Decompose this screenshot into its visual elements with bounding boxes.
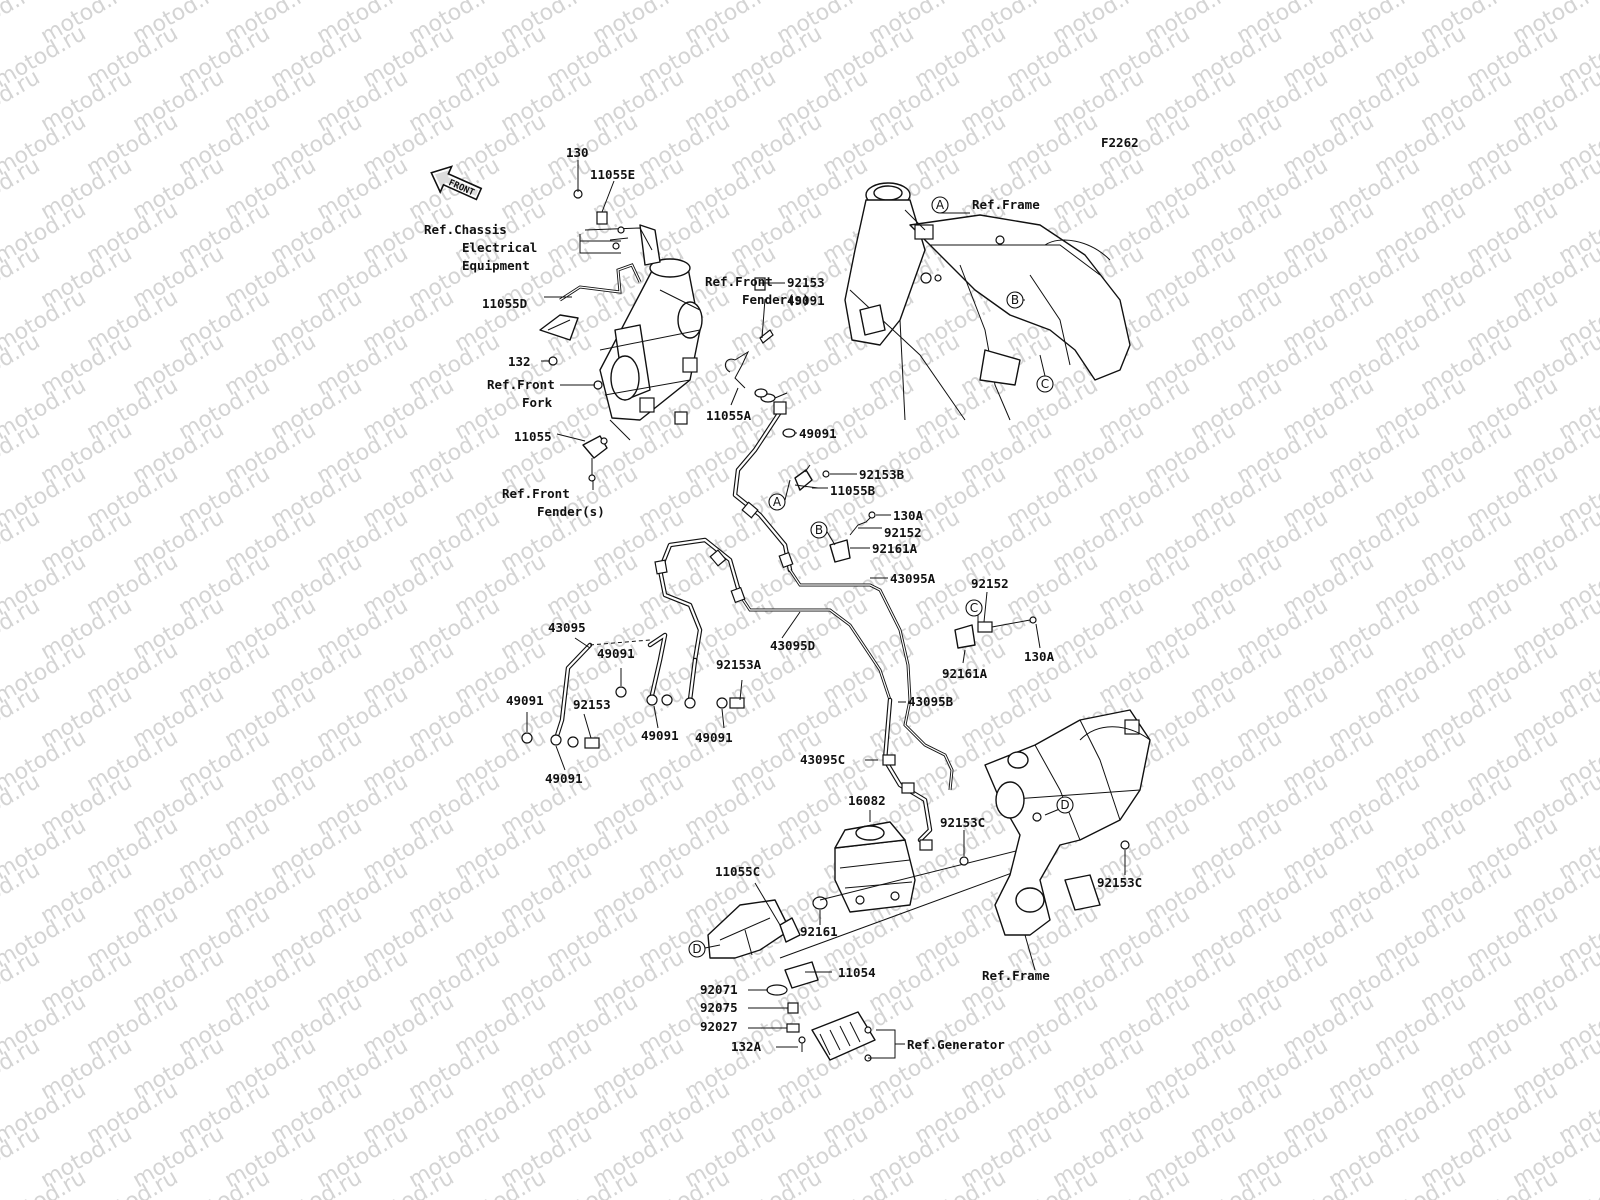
- callout-c-frame: C: [1036, 375, 1054, 393]
- part-label: 130A: [893, 508, 924, 523]
- part-label: 92153: [787, 275, 825, 290]
- part-label: 16082: [848, 793, 886, 808]
- part-label: 11054: [838, 965, 876, 980]
- svg-text:D: D: [692, 942, 701, 956]
- part-label: 92153: [573, 697, 611, 712]
- callout-a-bracket: A: [768, 493, 786, 511]
- ref-front-fork: Ref.Front Fork: [487, 377, 555, 410]
- part-label: 132A: [731, 1039, 762, 1054]
- ref-front-fender-lower: Ref.Front Fender(s): [502, 486, 605, 519]
- part-label: 92075: [700, 1000, 738, 1015]
- part-labels: 130 11055E 11055D 132 11055 92153 49091 …: [482, 145, 1142, 1054]
- svg-text:B: B: [815, 523, 823, 537]
- ref-generator: Ref.Generator: [907, 1037, 1005, 1052]
- part-label: 49091: [641, 728, 679, 743]
- part-label: 92161A: [942, 666, 988, 681]
- part-label: 11055D: [482, 296, 527, 311]
- part-label: 92153A: [716, 657, 762, 672]
- svg-text:Ref.Chassis: Ref.Chassis: [424, 222, 507, 237]
- callout-d-bracket: D: [688, 940, 706, 958]
- svg-text:Ref.Front: Ref.Front: [705, 274, 773, 289]
- part-label: 11055C: [715, 864, 760, 879]
- svg-text:Equipment: Equipment: [462, 258, 530, 273]
- part-label: 11055: [514, 429, 552, 444]
- part-label: 49091: [545, 771, 583, 786]
- part-label: 92152: [971, 576, 1009, 591]
- part-label: 130A: [1024, 649, 1055, 664]
- part-label: 92161: [800, 924, 838, 939]
- ref-frame-upper: Ref.Frame: [972, 197, 1040, 212]
- front-arrow-icon: FRONT: [430, 165, 483, 201]
- part-label: 92153C: [940, 815, 985, 830]
- part-label: 49091: [506, 693, 544, 708]
- svg-text:D: D: [1060, 798, 1069, 812]
- part-label: 92071: [700, 982, 738, 997]
- part-label: 43095A: [890, 571, 936, 586]
- callout-c-bracket: C: [965, 599, 983, 617]
- svg-text:Ref.Front: Ref.Front: [487, 377, 555, 392]
- part-label: 43095D: [770, 638, 815, 653]
- part-label: 92153C: [1097, 875, 1142, 890]
- part-label: 11055E: [590, 167, 635, 182]
- part-label: 92027: [700, 1019, 738, 1034]
- part-label: 43095: [548, 620, 586, 635]
- part-label: 92152: [884, 525, 922, 540]
- part-label: 49091: [597, 646, 635, 661]
- callout-d-frame: D: [1056, 796, 1074, 814]
- part-label: 132: [508, 354, 531, 369]
- ref-chassis-electrical: Ref.Chassis Electrical Equipment: [424, 222, 537, 273]
- svg-text:Ref.Front: Ref.Front: [502, 486, 570, 501]
- leader-lines: [526, 160, 1126, 1059]
- front-fork-assembly: [599, 224, 703, 441]
- svg-text:Fender(s): Fender(s): [742, 292, 810, 307]
- ref-front-fender-upper: Ref.Front Fender(s): [705, 274, 810, 307]
- part-label: 130: [566, 145, 589, 160]
- ref-frame-lower: Ref.Frame: [982, 968, 1050, 983]
- part-label: 92161A: [872, 541, 918, 556]
- callout-b-bracket: B: [810, 521, 828, 539]
- part-label: 49091: [787, 293, 825, 308]
- diagram-code: F2262: [1101, 135, 1139, 150]
- svg-text:Fork: Fork: [522, 395, 553, 410]
- part-label: 11055A: [706, 408, 752, 423]
- watermark-text: motod.ru: [0, 0, 44, 49]
- abs-hydraulic-unit: [812, 821, 916, 913]
- svg-text:C: C: [1041, 377, 1049, 391]
- svg-text:Electrical: Electrical: [462, 240, 537, 255]
- callout-a-frame: A: [931, 196, 949, 214]
- part-label: 43095B: [908, 694, 954, 709]
- callout-b-frame: B: [1006, 291, 1024, 309]
- svg-text:Fender(s): Fender(s): [537, 504, 605, 519]
- frame-lower: [984, 709, 1151, 936]
- svg-text:A: A: [936, 198, 945, 212]
- svg-text:B: B: [1011, 293, 1019, 307]
- part-label: 11055B: [830, 483, 876, 498]
- part-label: 43095C: [800, 752, 845, 767]
- part-label: 49091: [799, 426, 837, 441]
- svg-text:C: C: [970, 601, 978, 615]
- regulator-unit: [811, 1011, 876, 1062]
- watermark-text: motod.ru: [1555, 1165, 1600, 1200]
- part-label: 49091: [695, 730, 733, 745]
- part-label: 92153B: [859, 467, 905, 482]
- svg-text:A: A: [773, 495, 782, 509]
